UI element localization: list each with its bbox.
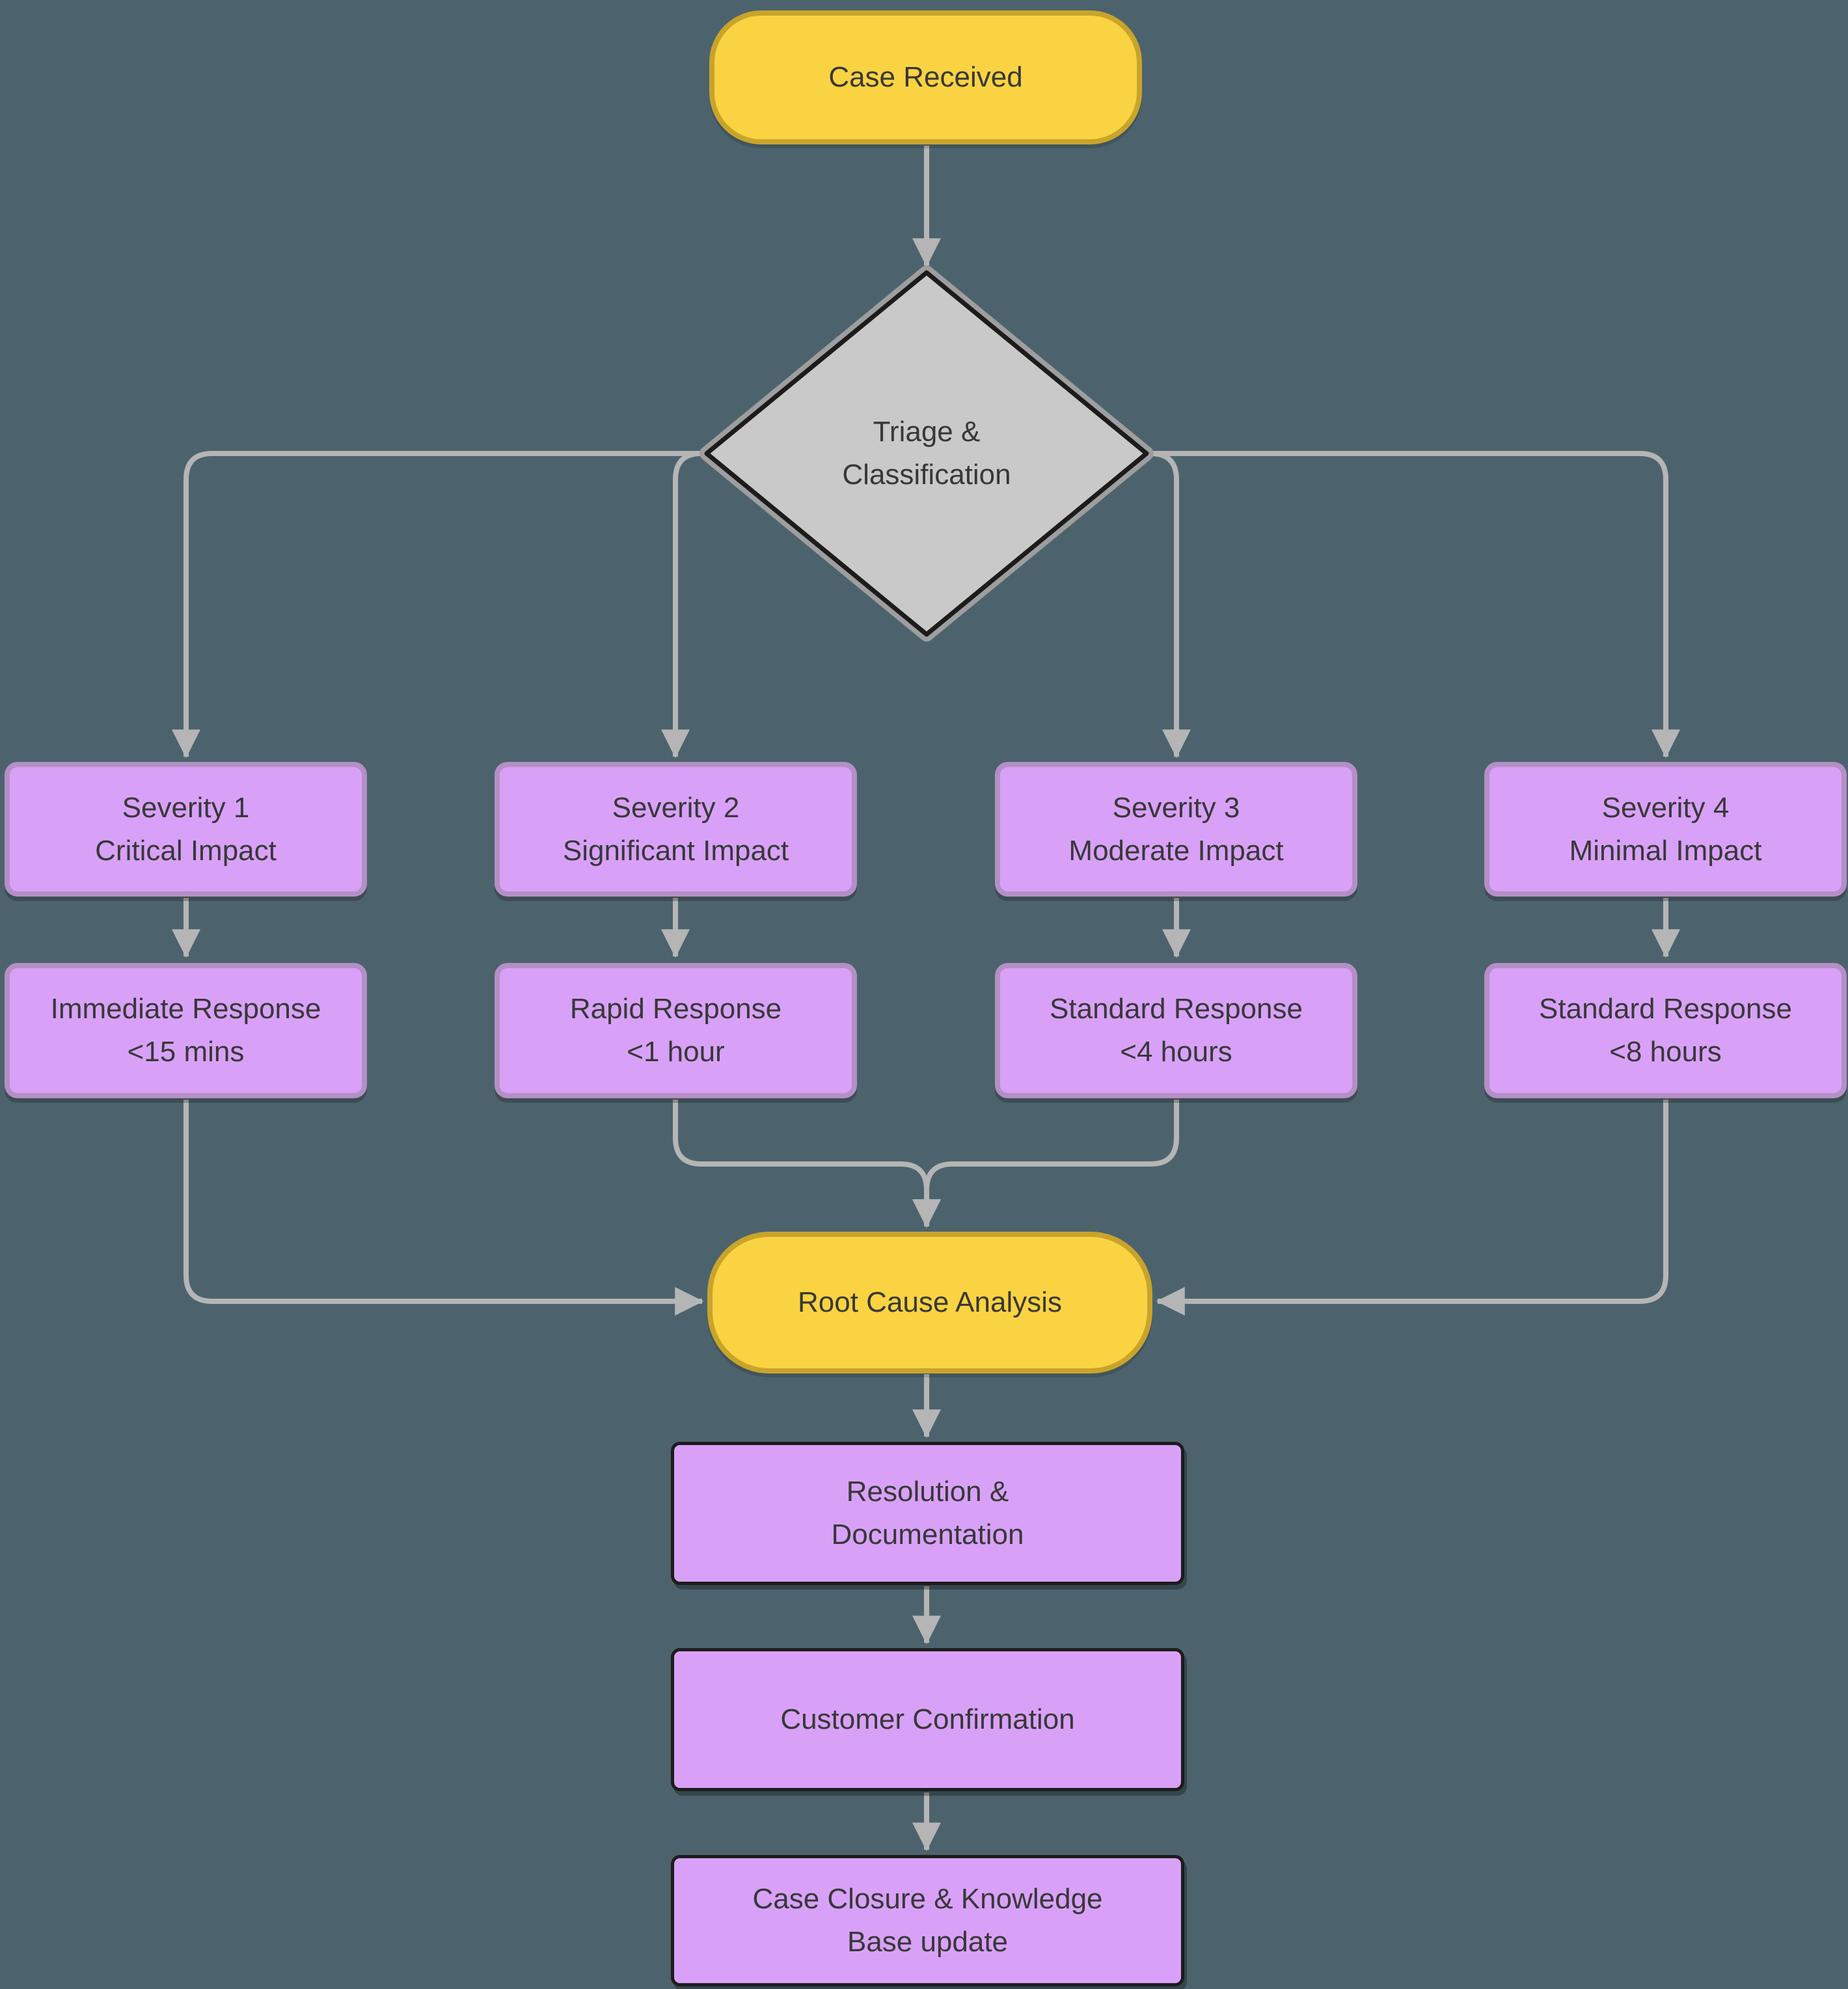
node-resolution-documentation: Resolution & Documentation — [671, 1442, 1184, 1585]
edge-triage-to-severity4 — [1147, 451, 1680, 759]
node-severity-4: Severity 4 Minimal Impact — [1484, 762, 1847, 897]
edge-triage-to-severity1 — [172, 451, 707, 759]
node-root-cause-analysis: Root Cause Analysis — [707, 1232, 1152, 1373]
node-case-received: Case Received — [709, 10, 1142, 144]
node-triage-classification-label: Triage & Classification — [842, 416, 1011, 491]
edge-response2-to-rootcause — [673, 1100, 941, 1228]
edge-response4-to-rootcause — [1156, 1100, 1668, 1316]
edge-response3-to-rootcause — [912, 1100, 1179, 1228]
node-customer-confirmation: Customer Confirmation — [671, 1648, 1184, 1791]
node-response-standard-8h: Standard Response <8 hours — [1484, 963, 1847, 1098]
edge-triage-to-severity2 — [661, 451, 707, 759]
edge-triage-to-severity3 — [1147, 451, 1191, 759]
node-response-standard-4h: Standard Response <4 hours — [995, 963, 1357, 1098]
edge-response1-to-rootcause — [183, 1100, 704, 1316]
node-response-rapid: Rapid Response <1 hour — [495, 963, 857, 1098]
triage-diamond-shape — [704, 270, 1149, 637]
node-severity-3: Severity 3 Moderate Impact — [995, 762, 1357, 897]
node-case-closure: Case Closure & Knowledge Base update — [671, 1855, 1184, 1986]
node-severity-2: Severity 2 Significant Impact — [495, 762, 857, 897]
node-severity-1: Severity 1 Critical Impact — [5, 762, 367, 897]
node-response-immediate: Immediate Response <15 mins — [5, 963, 367, 1098]
